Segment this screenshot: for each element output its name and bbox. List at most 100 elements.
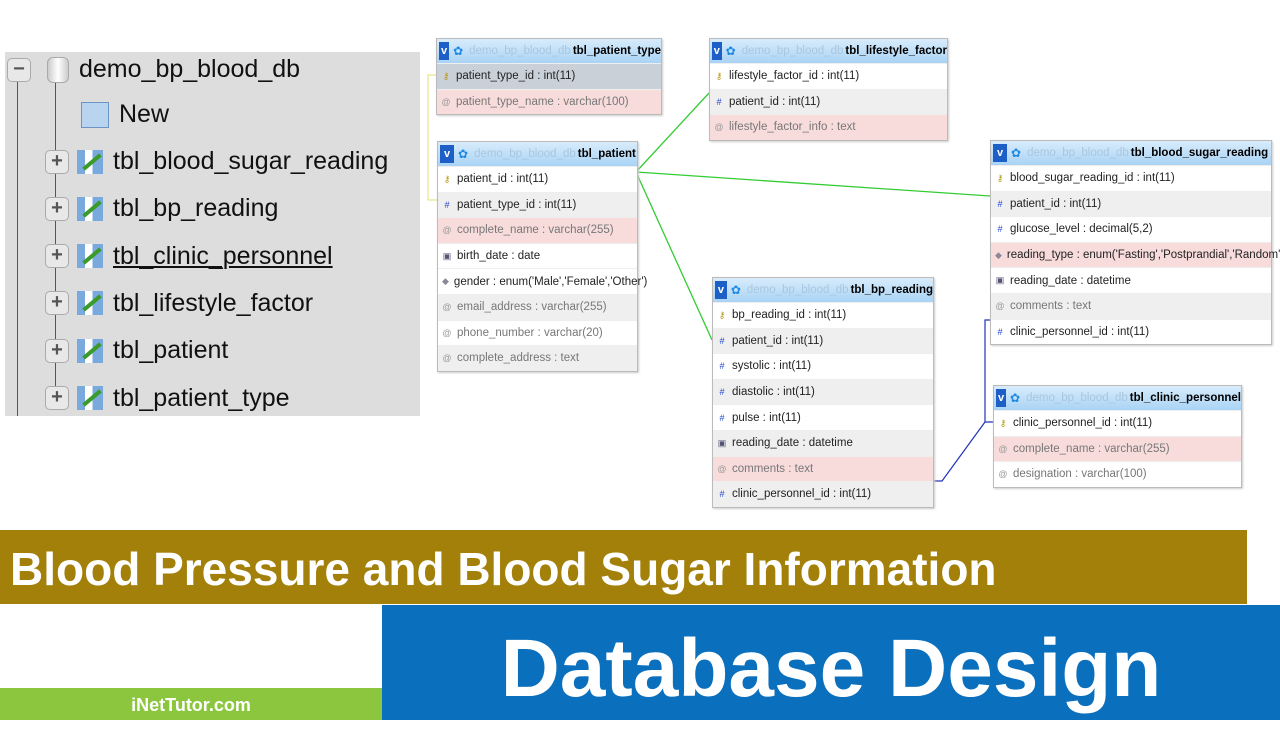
field-row[interactable]: #clinic_personnel_id : int(11) [713, 481, 933, 507]
gear-icon[interactable]: ✿ [730, 283, 741, 297]
text-icon: @ [442, 225, 452, 236]
tree-table-item[interactable]: + tbl_clinic_personnel [45, 242, 333, 271]
field-row[interactable]: @phone_number : varchar(20) [438, 319, 637, 346]
field-label: systolic : int(11) [732, 360, 812, 373]
expand-icon[interactable]: + [45, 291, 69, 316]
table-title: tbl_bp_reading [850, 284, 933, 296]
expand-icon[interactable]: + [45, 244, 69, 269]
field-row[interactable]: ◆reading_type : enum('Fasting','Postpran… [991, 241, 1280, 268]
tree-new-node[interactable]: New [81, 100, 169, 129]
tree-table-item[interactable]: +tbl_blood_sugar_reading [45, 147, 388, 176]
link-blood-sugar [635, 171, 991, 197]
num-icon: # [719, 335, 725, 346]
field-row[interactable]: #clinic_personnel_id : int(11) [991, 318, 1271, 345]
gear-icon[interactable]: ✿ [453, 44, 464, 58]
table-title: tbl_clinic_personnel [1129, 392, 1241, 404]
field-label: bp_reading_id : int(11) [732, 309, 847, 322]
field-row[interactable]: @patient_type_name : varchar(100) [437, 88, 661, 115]
field-row[interactable]: #patient_type_id : int(11) [438, 191, 637, 218]
field-row[interactable]: ⚷lifestyle_factor_id : int(11) [710, 63, 947, 89]
relation-lines [427, 74, 993, 482]
gear-icon[interactable]: ✿ [1010, 391, 1021, 405]
key-icon: ⚷ [715, 70, 723, 81]
field-row[interactable]: #glucose_level : decimal(5,2) [991, 216, 1271, 242]
toggle-icon[interactable]: v [715, 281, 727, 299]
field-row[interactable]: #patient_id : int(11) [710, 88, 947, 115]
expand-icon[interactable]: + [45, 196, 69, 221]
field-row[interactable]: @ complete_name : varchar(255) [994, 435, 1241, 462]
link-sugar-clinic [984, 319, 990, 422]
num-icon: # [716, 96, 722, 107]
expand-icon[interactable]: + [45, 386, 69, 410]
toggle-icon[interactable]: v [439, 42, 450, 60]
field-row[interactable]: ⚷blood_sugar_reading_id : int(11) [991, 165, 1271, 191]
field-row[interactable]: #diastolic : int(11) [713, 378, 933, 405]
field-row[interactable]: ⚷bp_reading_id : int(11) [713, 302, 933, 328]
key-icon: ⚷ [999, 417, 1007, 428]
field-label: glucose_level : decimal(5,2) [1010, 223, 1153, 236]
table-name: tbl_clinic_personnel [113, 241, 333, 270]
tree-table-item[interactable]: + tbl_patient_type [45, 384, 290, 413]
toggle-icon[interactable]: v [993, 144, 1007, 162]
field-row[interactable]: @lifestyle_factor_info : text [710, 114, 947, 140]
tree-table-item[interactable]: +tbl_patient [45, 336, 228, 365]
gear-icon[interactable]: ✿ [1011, 146, 1022, 160]
num-icon: # [444, 199, 450, 210]
table-icon [77, 386, 103, 410]
tree-table-item[interactable]: +tbl_bp_reading [45, 194, 278, 223]
text-icon: @ [998, 443, 1008, 454]
field-row[interactable]: #patient_id : int(11) [713, 327, 933, 354]
database-name: demo_bp_blood_db [79, 55, 301, 83]
field-row[interactable]: @comments : text [991, 292, 1271, 319]
field-row[interactable]: #pulse : int(11) [713, 404, 933, 430]
text-icon: @ [714, 122, 724, 133]
field-row[interactable]: ▣reading_date : datetime [713, 429, 933, 456]
field-row[interactable]: ⚷patient_id : int(11) [438, 166, 637, 192]
field-row[interactable]: @ complete_name : varchar(255) [438, 217, 637, 243]
field-row[interactable]: #patient_id : int(11) [991, 190, 1271, 217]
enum-icon: ◆ [995, 249, 1002, 260]
toggle-icon[interactable]: v [712, 42, 722, 60]
field-row[interactable]: ▣birth_date : date [438, 242, 637, 269]
text-icon: @ [441, 96, 451, 107]
field-label: designation : varchar(100) [1013, 468, 1147, 481]
field-label: complete_name : varchar(255) [1013, 442, 1170, 455]
field-label: reading_date : datetime [1010, 274, 1131, 287]
field-row[interactable]: ▣reading_date : datetime [991, 267, 1271, 293]
toggle-icon[interactable]: v [996, 389, 1007, 407]
table-name: tbl_patient_type [113, 383, 290, 412]
link-lifestyle [635, 92, 710, 173]
new-label: New [119, 100, 170, 128]
toggle-icon[interactable]: v [440, 145, 454, 163]
field-row[interactable]: @email_address : varchar(255) [438, 293, 637, 320]
field-row[interactable]: ⚷patient_type_id : int(11) [437, 63, 661, 89]
field-row[interactable]: ◆gender : enum('Male','Female','Other') [438, 268, 647, 294]
field-row[interactable]: @comments : text [713, 455, 933, 482]
field-row[interactable]: ⚷clinic_personnel_id : int(11) [994, 410, 1241, 436]
gear-icon[interactable]: ✿ [458, 147, 469, 161]
link-bp [635, 171, 713, 341]
field-row[interactable]: @designation : varchar(100) [994, 461, 1241, 487]
tree-db-node[interactable]: − demo_bp_blood_db [7, 55, 300, 84]
field-row[interactable]: @complete_address : text [438, 345, 637, 371]
gear-icon[interactable]: ✿ [725, 44, 736, 58]
field-row[interactable]: #systolic : int(11) [713, 353, 933, 379]
brand-label: iNetTutor.com [0, 688, 382, 720]
collapse-icon[interactable]: − [7, 57, 31, 82]
field-label: complete_name : varchar(255) [457, 224, 614, 237]
tree-table-item[interactable]: +tbl_lifestyle_factor [45, 289, 313, 318]
expand-icon[interactable]: + [45, 338, 69, 363]
expand-icon[interactable]: + [45, 149, 69, 174]
